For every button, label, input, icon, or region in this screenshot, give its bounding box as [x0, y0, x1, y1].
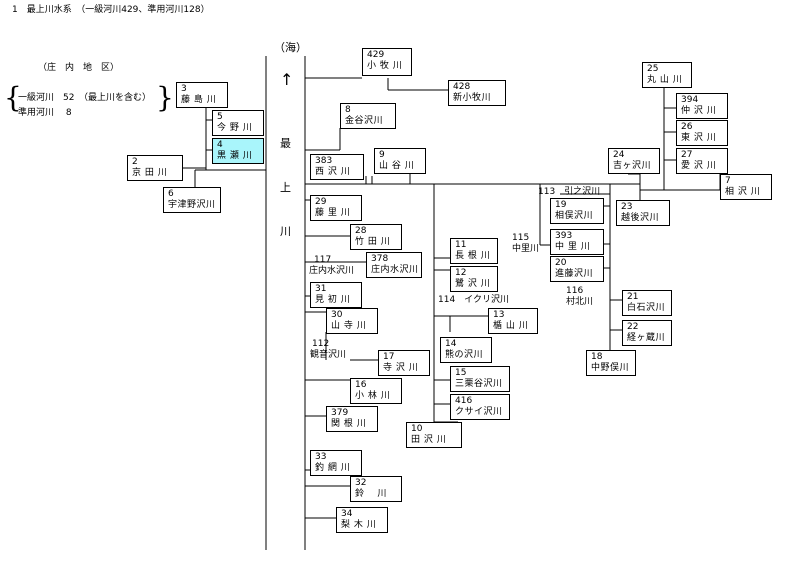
right-brace: }: [156, 81, 174, 114]
label-115-number: 115: [512, 233, 530, 243]
region-line-1: 一級河川 52 （最上川を含む）: [18, 93, 151, 103]
left-brace: {: [4, 81, 22, 114]
mainstem-char-3: 川: [280, 225, 291, 238]
label-112-number: 112: [312, 339, 330, 349]
page-title: 1 最上川水系 （一級河川429、準用河川128）: [12, 5, 210, 15]
sea-label: （海）: [274, 41, 307, 54]
label-116-name: 村北川: [566, 297, 594, 307]
flow-arrow-icon: ↑: [280, 70, 294, 89]
label-114: 114 イクリ沢川: [438, 295, 509, 305]
label-112-name: 観音沢川: [310, 350, 347, 360]
label-116-number: 116: [566, 286, 584, 296]
region-label: （庄 内 地 区）: [38, 63, 120, 73]
label-117-number: 117: [314, 255, 332, 265]
label-115-name: 中里川: [512, 244, 540, 254]
mainstem-char-1: 最: [280, 137, 291, 150]
label-113: 113 引之沢川: [538, 187, 601, 197]
label-117-name: 庄内水沢川: [309, 266, 355, 276]
region-line-2: 準用河川 8: [18, 108, 72, 118]
mainstem-char-2: 上: [280, 181, 291, 194]
